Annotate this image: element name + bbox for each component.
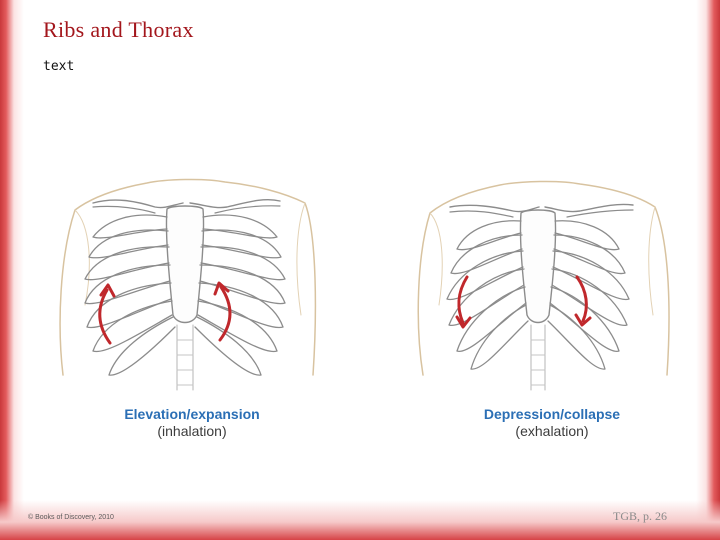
caption-inhalation-subtitle: (inhalation) [157, 423, 227, 439]
thorax-exhalation-illustration [417, 180, 670, 391]
slide-body-text: text [43, 59, 75, 74]
page-reference: TGB, p. 26 [613, 509, 667, 523]
caption-exhalation-title: Depression/collapse [483, 406, 621, 422]
thorax-inhalation-illustration [59, 178, 317, 391]
caption-exhalation: Depression/collapse (exhalation) [442, 406, 662, 440]
slide-title: Ribs and Thorax [43, 17, 194, 42]
caption-inhalation: Elevation/expansion (inhalation) [82, 406, 302, 440]
thorax-figure [55, 175, 705, 440]
slide-border-bottom [0, 500, 720, 540]
caption-exhalation-subtitle: (exhalation) [515, 423, 589, 439]
caption-inhalation-title: Elevation/expansion [124, 406, 260, 422]
copyright-notice: © Books of Discovery, 2010 [28, 514, 114, 521]
